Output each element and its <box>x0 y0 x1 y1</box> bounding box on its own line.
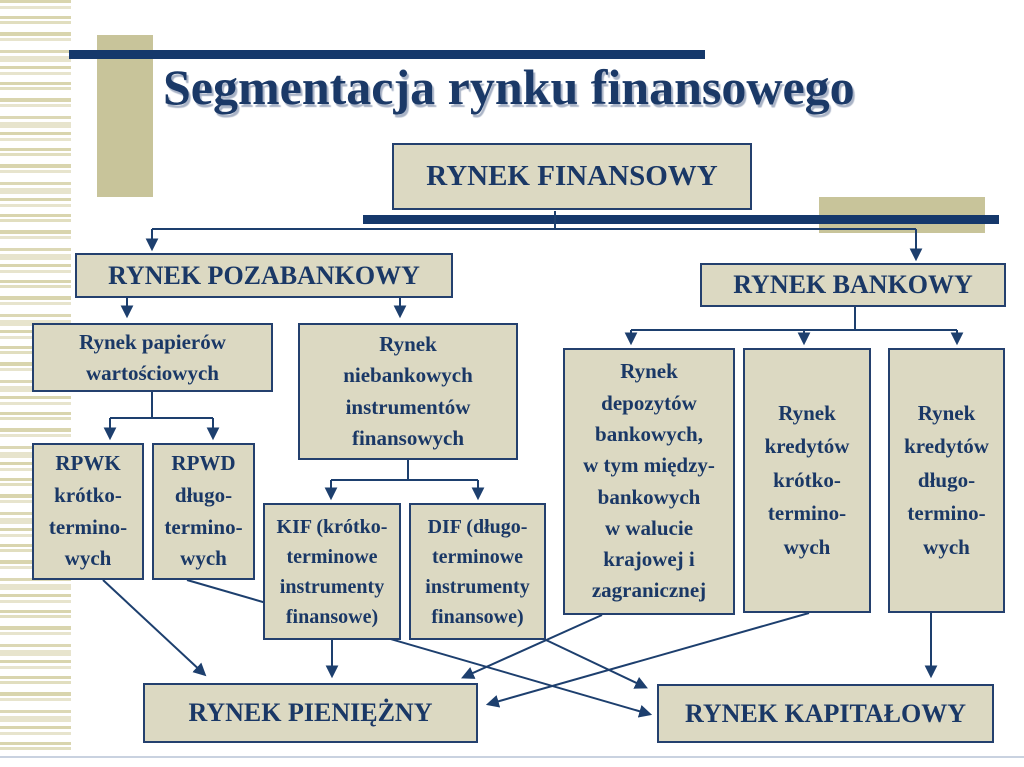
node-rynek-finansowy: RYNEK FINANSOWY <box>392 143 752 210</box>
node-rynek-kredytow-krotkoterminowych: Rynek kredytów krótko- termino- wych <box>743 348 871 613</box>
arrow-dif-to-kapitalowy <box>545 639 648 689</box>
node-rpwd-dlugoterminowych: RPWD długo- termino- wych <box>152 443 255 580</box>
node-dif-instrumenty: DIF (długo- terminowe instrumenty finans… <box>409 503 546 640</box>
node-rynek-niebankowych-instrumentow: Rynek niebankowych instrumentów finansow… <box>298 323 518 460</box>
title-underline-bar <box>69 50 705 59</box>
mid-divider-bar <box>363 215 999 224</box>
node-rynek-bankowy: RYNEK BANKOWY <box>700 263 1006 307</box>
slide-title: Segmentacja rynku finansowego <box>163 59 855 115</box>
node-rynek-kredytow-dlugoterminowych: Rynek kredytów długo- termino- wych <box>888 348 1005 613</box>
title-accent-block <box>97 35 153 197</box>
node-rynek-kapitalowy: RYNEK KAPITAŁOWY <box>657 684 994 743</box>
node-rpwk-krotkoterminowych: RPWK krótko- termino- wych <box>32 443 144 580</box>
arrow-kredyty-krotko-to-pieniezny <box>485 612 810 708</box>
bottom-rule <box>0 756 1024 758</box>
arrow-rpwk-to-pieniezny <box>102 579 207 677</box>
arrow-depozyty-to-pieniezny <box>461 614 603 679</box>
node-rynek-depozytow-bankowych: Rynek depozytów bankowych, w tym między-… <box>563 348 735 615</box>
node-rynek-pozabankowy: RYNEK POZABANKOWY <box>75 253 453 298</box>
node-rynek-papierow-wartosciowych: Rynek papierów wartościowych <box>32 323 273 392</box>
node-rynek-pieniezny: RYNEK PIENIĘŻNY <box>143 683 478 743</box>
node-kif-instrumenty: KIF (krótko- terminowe instrumenty finan… <box>263 503 401 640</box>
